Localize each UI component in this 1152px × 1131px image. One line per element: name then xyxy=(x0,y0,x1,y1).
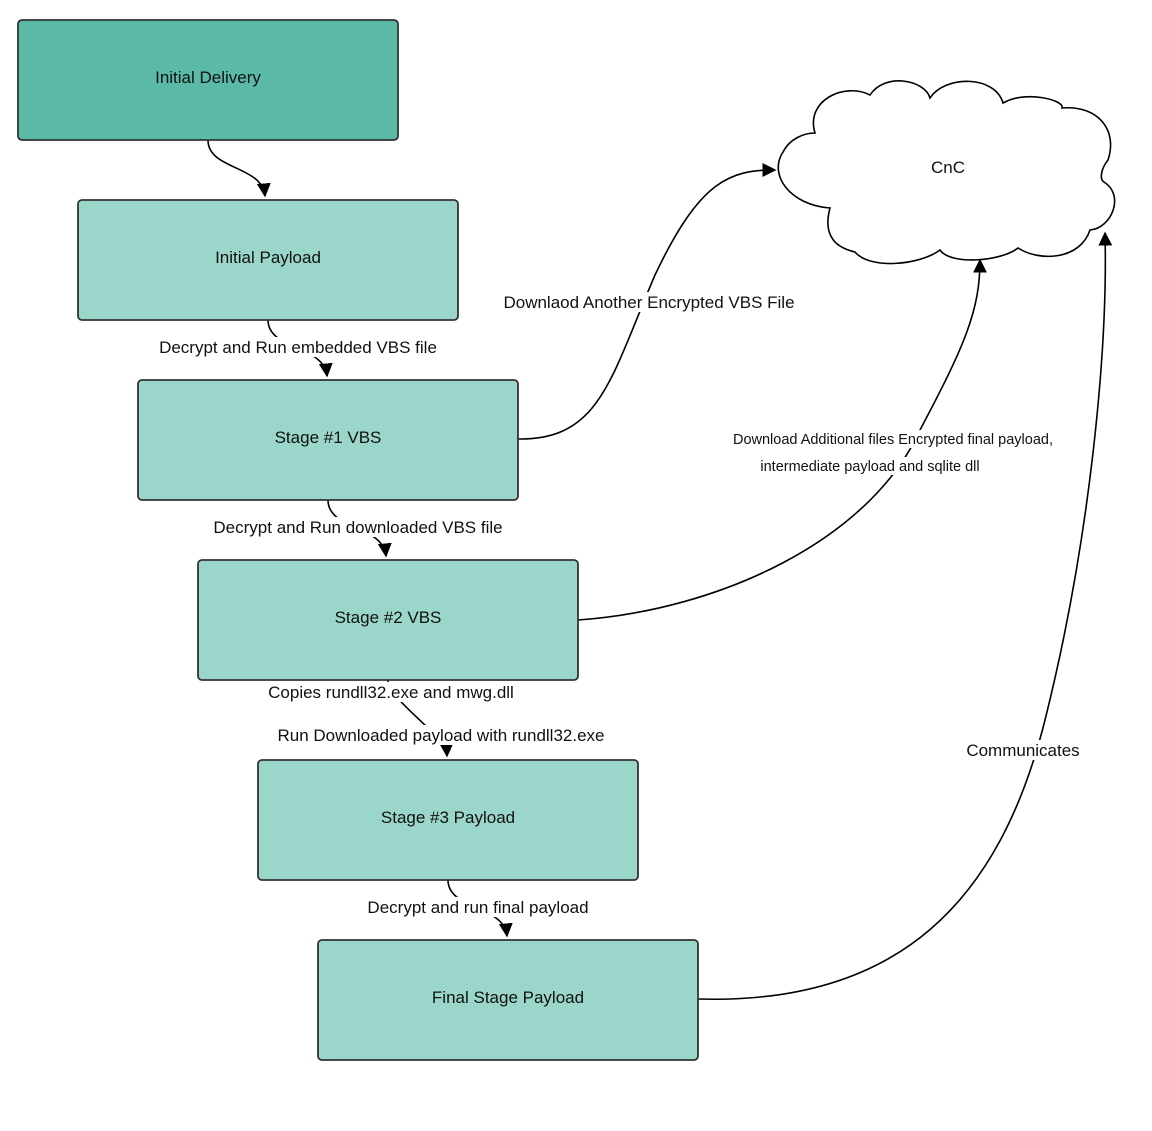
initial-payload-box xyxy=(77,199,459,321)
edge-stage1-to-cnc xyxy=(517,163,777,440)
edge-label-decrypt-embedded: Decrypt and Run embedded VBS file xyxy=(159,338,437,357)
initial-delivery-label: Initial Delivery xyxy=(155,68,261,87)
edge-labels: Decrypt and Run embedded VBS file Decryp… xyxy=(150,292,1086,917)
node-stage2: Stage #2 VBS xyxy=(197,559,579,681)
stage1-label: Stage #1 VBS xyxy=(275,428,382,447)
node-stage3: Stage #3 Payload xyxy=(257,759,639,881)
stage3-box xyxy=(257,759,639,881)
node-initial-payload: Initial Payload xyxy=(77,199,459,321)
cnc-label: CnC xyxy=(931,158,965,177)
initial-delivery-box xyxy=(17,19,399,141)
final-label: Final Stage Payload xyxy=(432,988,584,1007)
edge-label-decrypt-downloaded: Decrypt and Run downloaded VBS file xyxy=(213,518,502,537)
edge-label-run-downloaded: Run Downloaded payload with rundll32.exe xyxy=(278,726,605,745)
node-stage1: Stage #1 VBS xyxy=(137,379,519,501)
edge-label-copies: Copies rundll32.exe and mwg.dll xyxy=(268,683,514,702)
stage2-box xyxy=(197,559,579,681)
edge-label-download-additional-1: Download Additional files Encrypted fina… xyxy=(733,432,1053,448)
edge-label-communicates: Communicates xyxy=(966,741,1079,760)
cnc-cloud: CnC xyxy=(777,80,1116,265)
edge-label-download-another: Downlaod Another Encrypted VBS File xyxy=(503,293,794,312)
node-final: Final Stage Payload xyxy=(317,939,699,1061)
edge-final-to-cnc xyxy=(697,231,1113,1000)
edge-label-download-additional-2: intermediate payload and sqlite dll xyxy=(760,459,979,475)
edge-delivery-to-payload xyxy=(207,139,271,198)
stage3-label: Stage #3 Payload xyxy=(381,808,515,827)
node-initial-delivery: Initial Delivery xyxy=(17,19,399,141)
stage1-box xyxy=(137,379,519,501)
cnc-cloud-shape xyxy=(777,80,1116,265)
edge-label-decrypt-final: Decrypt and run final payload xyxy=(367,898,588,917)
stage2-label: Stage #2 VBS xyxy=(335,608,442,627)
final-box xyxy=(317,939,699,1061)
initial-payload-label: Initial Payload xyxy=(215,248,321,267)
